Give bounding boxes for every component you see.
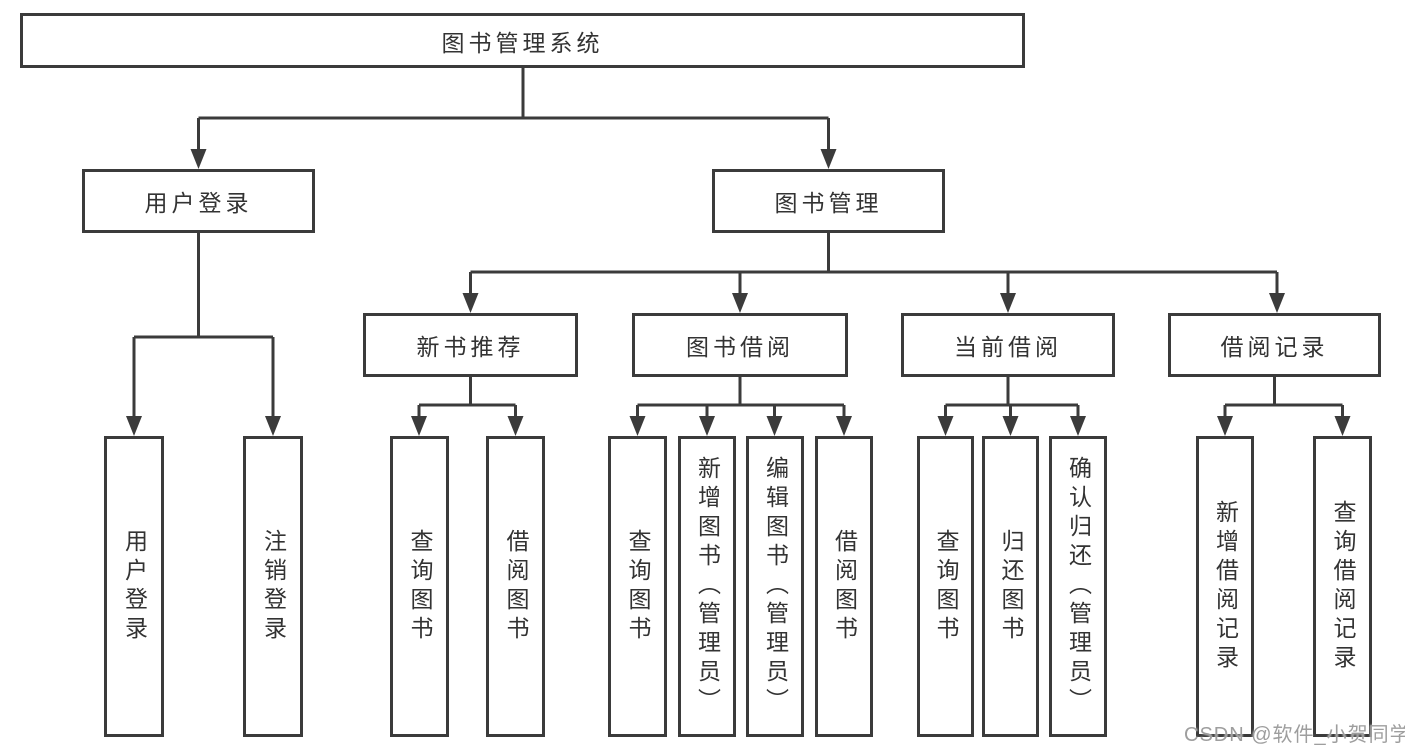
- node-library-management-system: 图书管理系统: [20, 13, 1025, 68]
- node-label: 新书推荐: [416, 334, 525, 360]
- leaf-query-books-current: 查询图书: [917, 436, 974, 737]
- leaf-borrow-books-newbook: 借阅图书: [486, 436, 545, 737]
- leaf-label: 确认归还（管理员）: [1065, 456, 1092, 717]
- leaf-confirm-return-admin: 确认归还（管理员）: [1049, 436, 1107, 737]
- leaf-label: 用户登录: [121, 528, 148, 645]
- leaf-label: 查询图书: [407, 528, 433, 645]
- leaf-label: 归还图书: [998, 528, 1024, 645]
- node-borrowing-records: 借阅记录: [1168, 313, 1381, 377]
- edge-borrow-records-to-leaves: [1217, 377, 1351, 436]
- node-label: 当前借阅: [954, 334, 1062, 360]
- leaf-query-books-borrow: 查询图书: [608, 436, 667, 737]
- edge-book-management-to-level3: [462, 233, 1285, 313]
- leaf-query-books-newbook: 查询图书: [390, 436, 449, 737]
- leaf-label: 编辑图书（管理员）: [762, 456, 789, 717]
- leaf-logout: 注销登录: [243, 436, 303, 737]
- leaf-label: 借阅图书: [831, 528, 858, 645]
- edge-root-to-level2: [190, 68, 837, 169]
- leaf-label: 新增图书（管理员）: [694, 456, 721, 717]
- leaf-edit-books-admin: 编辑图书（管理员）: [746, 436, 804, 737]
- edge-book-borrow-to-leaves: [629, 377, 852, 436]
- leaf-label: 查询借阅记录: [1330, 499, 1356, 674]
- node-label: 图书管理系统: [441, 29, 604, 56]
- leaf-add-books-admin: 新增图书（管理员）: [678, 436, 736, 737]
- leaf-return-books: 归还图书: [982, 436, 1039, 737]
- leaf-label: 借阅图书: [503, 528, 529, 645]
- node-label: 借阅记录: [1220, 334, 1329, 360]
- edge-user-login-to-leaves: [126, 233, 281, 436]
- node-new-book-recommendation: 新书推荐: [363, 313, 578, 377]
- node-book-borrowing: 图书借阅: [632, 313, 848, 377]
- leaf-label: 注销登录: [260, 528, 287, 645]
- leaf-add-borrow-record: 新增借阅记录: [1196, 436, 1254, 737]
- leaf-borrow-books: 借阅图书: [815, 436, 873, 737]
- leaf-user-login: 用户登录: [104, 436, 164, 737]
- node-current-borrowing: 当前借阅: [901, 313, 1115, 377]
- node-label: 图书管理: [774, 190, 883, 216]
- leaf-label: 查询图书: [625, 528, 651, 645]
- node-book-management: 图书管理: [712, 169, 945, 233]
- leaf-label: 新增借阅记录: [1212, 499, 1239, 674]
- leaf-label: 查询图书: [933, 528, 959, 645]
- csdn-watermark: CSDN @软件_小贺同学: [1184, 724, 1405, 746]
- edge-new-book-to-leaves: [411, 377, 524, 436]
- edge-current-borrow-to-leaves: [937, 377, 1086, 436]
- node-user-login: 用户登录: [82, 169, 315, 233]
- leaf-query-borrow-record: 查询借阅记录: [1313, 436, 1372, 737]
- node-label: 图书借阅: [686, 334, 794, 360]
- node-label: 用户登录: [144, 190, 253, 216]
